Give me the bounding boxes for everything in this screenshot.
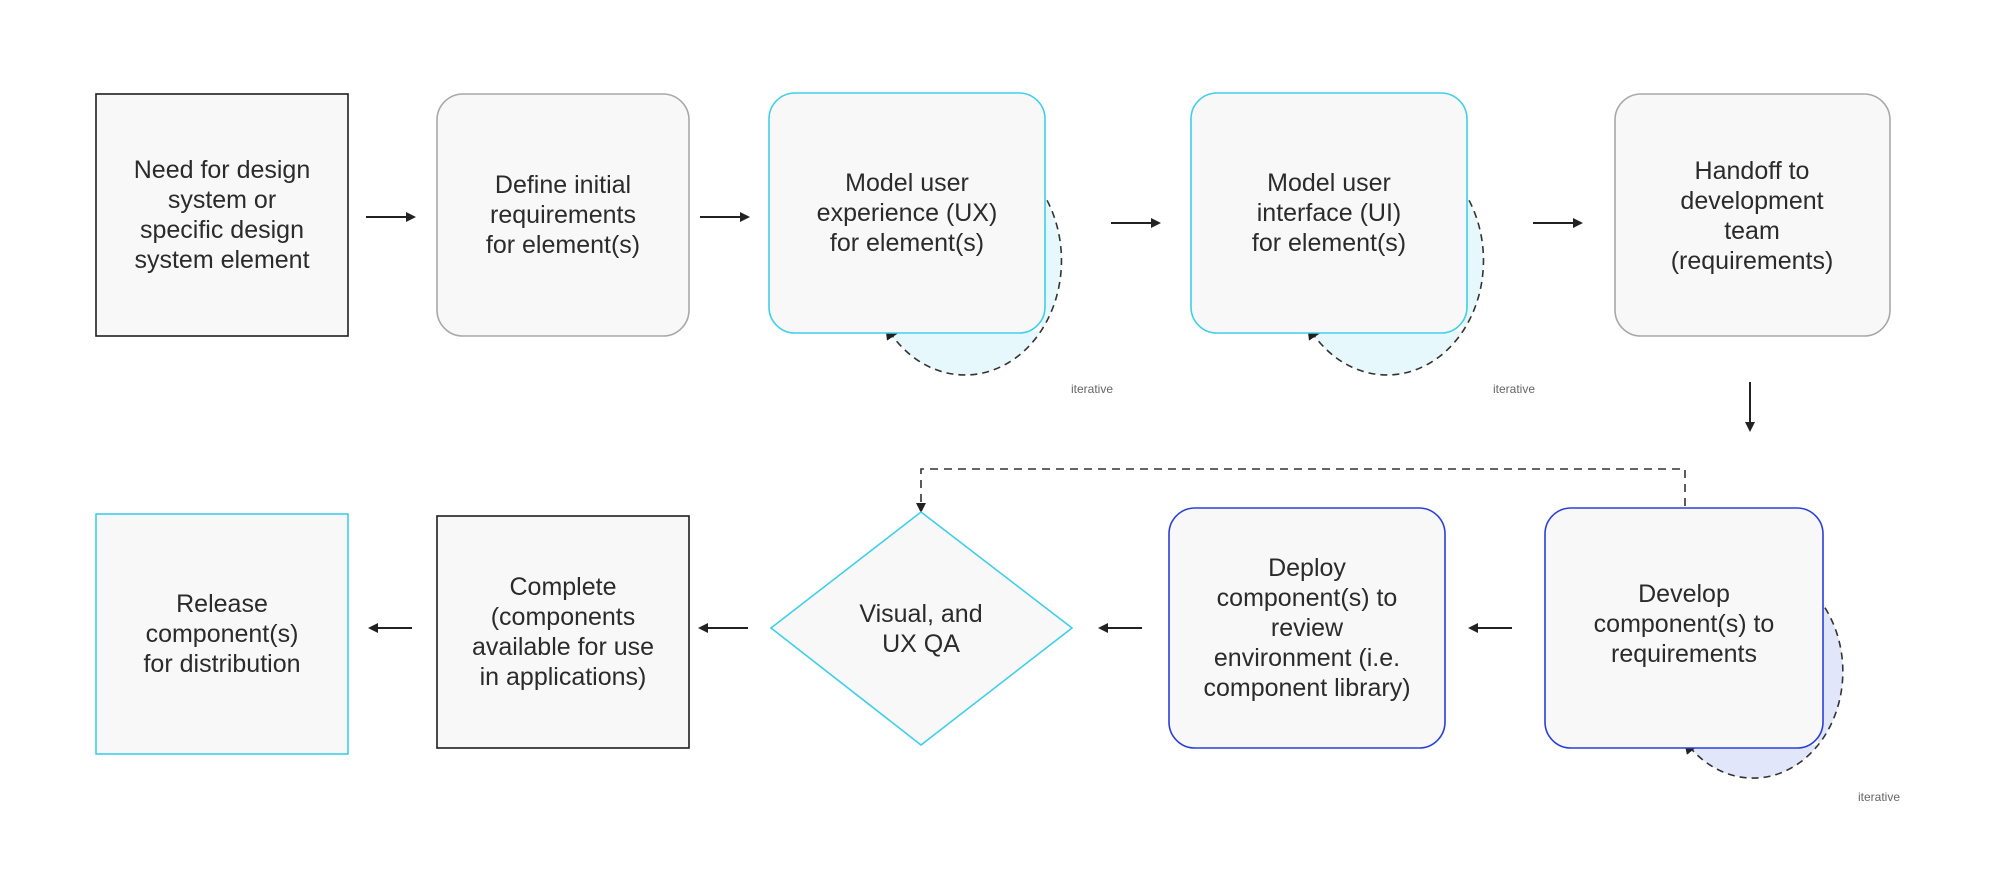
develop-label-line: component(s) to [1594,610,1775,638]
ux-loop-label: iterative [1071,382,1113,396]
handoff-label-line: team [1724,217,1780,245]
ui-loop-label: iterative [1493,382,1535,396]
deploy-label-line: Deploy [1268,554,1346,582]
develop-label-line: Develop [1638,580,1730,608]
flow-arrows [366,212,1755,633]
need-label-line: system element [134,246,309,274]
model-ui-label-line: interface (UI) [1257,199,1401,227]
define-label-line: Define initial [495,171,631,199]
release-label-line: for distribution [143,650,300,678]
handoff-label-line: (requirements) [1671,247,1834,275]
deploy-label-line: environment (i.e. [1214,644,1400,672]
arrow-develop-to-qa-dashed [916,468,1686,513]
need-label-line: system or [168,186,276,214]
deploy-label-line: component(s) to [1217,584,1398,612]
define-label-line: requirements [490,201,636,229]
model-ui-label-line: for element(s) [1252,229,1406,257]
dev-loop-label: iterative [1858,790,1900,804]
model-ux-label-line: for element(s) [830,229,984,257]
need-label-line: Need for design [134,156,311,184]
deploy-label-line: review [1271,614,1344,642]
complete-label-line: Complete [510,573,617,601]
need-label-line: specific design [140,216,304,244]
visual-qa-label-line: Visual, and [859,600,982,628]
dev-iterative-loop: iterative [1683,597,1900,804]
model-ux-label-line: experience (UX) [817,199,998,227]
complete-label-line: available for use [472,633,654,661]
visual-qa-label-line: UX QA [882,630,960,658]
model-ux-label-line: Model user [845,169,969,197]
define-label-line: for element(s) [486,231,640,259]
complete-label-line: in applications) [480,663,647,691]
complete-label-line: (components [491,603,636,631]
handoff-label-line: Handoff to [1695,157,1810,185]
release-label-line: Release [176,590,268,618]
deploy-label-line: component library) [1203,674,1410,702]
model-ui-label-line: Model user [1267,169,1391,197]
release-label-line: component(s) [146,620,299,648]
develop-label-line: requirements [1611,640,1757,668]
handoff-label-line: development [1680,187,1823,215]
